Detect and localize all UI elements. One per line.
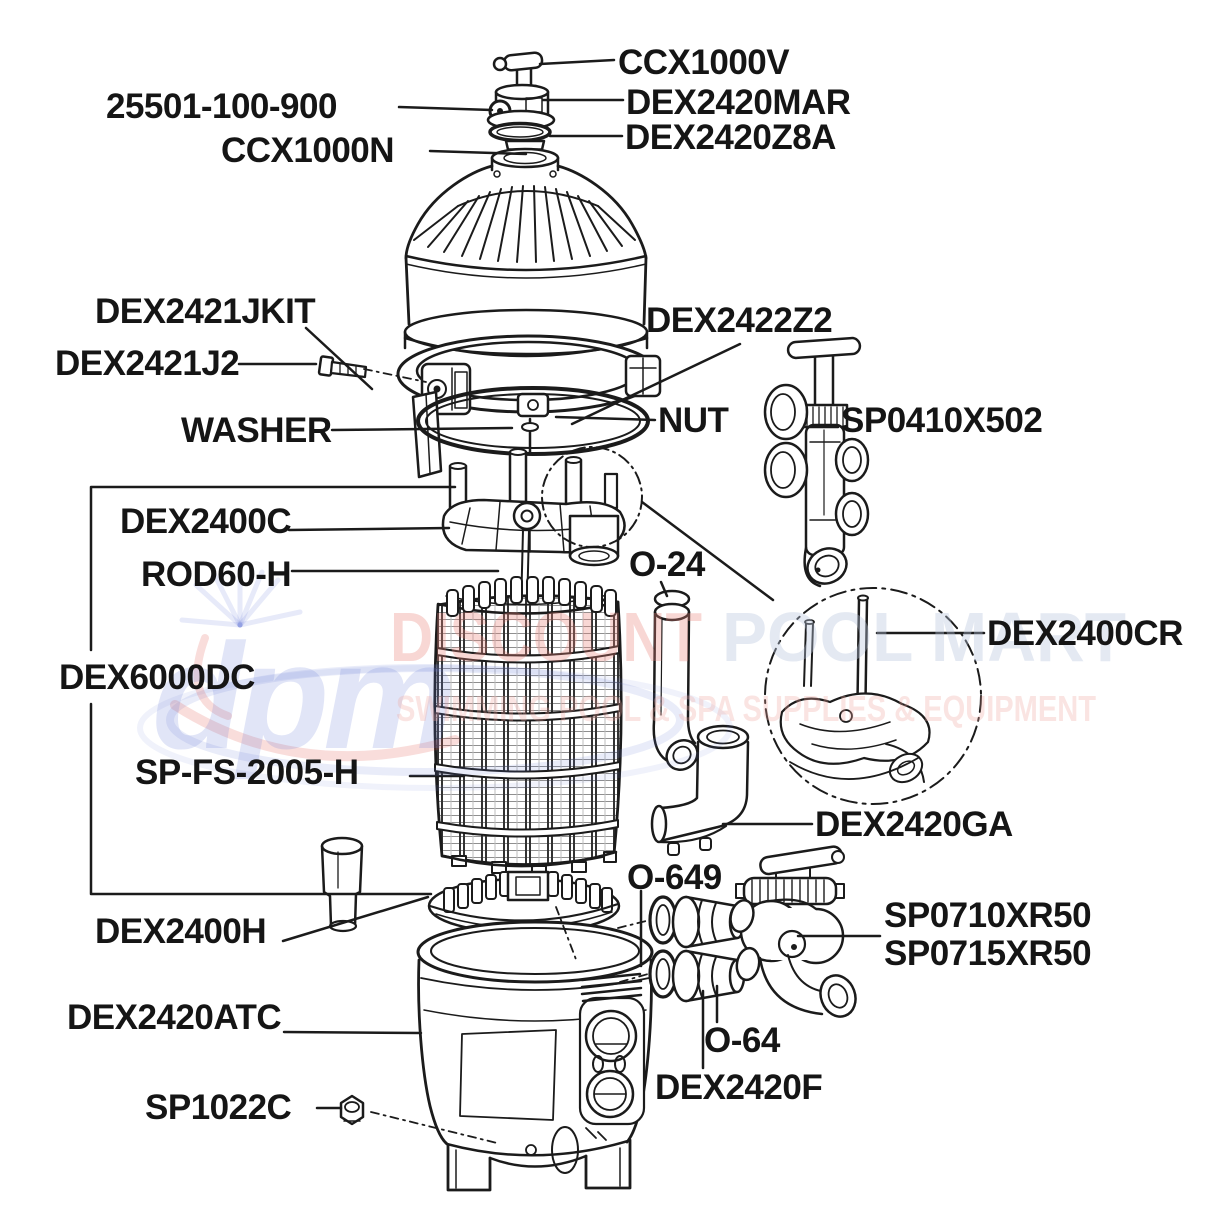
drain-plug-drawing xyxy=(339,1094,365,1126)
clamp-bolt-drawing xyxy=(317,355,368,379)
part-label-dex2420ga: DEX2420GA xyxy=(815,805,1013,844)
part-label-ccx1000n: CCX1000N xyxy=(221,131,395,170)
filter-head-dome-drawing xyxy=(403,147,649,358)
part-label-rod60h: ROD60-H xyxy=(141,555,292,594)
part-label-dex2421jkit: DEX2421JKIT xyxy=(95,292,316,331)
watermark-logo: dpm xyxy=(137,565,733,791)
grid-band xyxy=(434,645,621,838)
part-label-washer: WASHER xyxy=(181,411,332,450)
slide-valve-drawing xyxy=(763,336,870,588)
top-manifold-drawing xyxy=(441,446,643,611)
part-label-dex2400h: DEX2400H xyxy=(95,912,267,951)
part-label-dex2421j2: DEX2421J2 xyxy=(55,344,240,383)
bulkhead-fittings-drawing xyxy=(648,895,746,1003)
sleeve-drawing xyxy=(320,836,364,933)
elbow-pipe-drawing xyxy=(650,724,750,856)
standpipe-o24-drawing xyxy=(652,589,699,771)
watermark-line1-word2: POOL MART xyxy=(722,598,1126,676)
part-label-ccx1000v: CCX1000V xyxy=(618,43,790,82)
multiport-valve-drawing xyxy=(729,845,857,1018)
part-label-sp0715xr50: SP0715XR50 xyxy=(884,934,1092,973)
alignment-dashed-lines xyxy=(363,368,649,1144)
part-label-spfs2005h: SP-FS-2005-H xyxy=(135,753,359,792)
part-label-dex2420f: DEX2420F xyxy=(655,1068,823,1107)
part-label-dex2420atc: DEX2420ATC xyxy=(67,998,282,1037)
watermark-line1-word1: DISCOUNT xyxy=(390,598,702,676)
part-label-sp0410x502: SP0410X502 xyxy=(841,401,1043,440)
part-label-sp1022c: SP1022C xyxy=(145,1088,292,1127)
part-label-o649: O-649 xyxy=(627,858,722,897)
part-label-sp0710xr50: SP0710XR50 xyxy=(884,896,1092,935)
watermark-line2: SWIMMING POOL & SPA SUPPLIES & EQUIPMENT xyxy=(396,688,1096,729)
part-label-dex2420z8a: DEX2420Z8A xyxy=(625,118,836,157)
part-label-o24: O-24 xyxy=(629,545,705,584)
part-label-dex2400c: DEX2400C xyxy=(120,502,292,541)
part-label-dex2420mar: DEX2420MAR xyxy=(626,83,851,122)
part-label-dex6000dc: DEX6000DC xyxy=(59,658,255,697)
part-label-nut: NUT xyxy=(658,401,729,440)
part-label-25501-100-900: 25501-100-900 xyxy=(106,87,337,126)
part-label-o64: O-64 xyxy=(704,1021,780,1060)
tank-drawing xyxy=(416,920,654,1192)
vent-stack-drawing xyxy=(486,83,556,160)
leader-lines xyxy=(89,58,986,1110)
bottom-manifold-drawing xyxy=(427,870,621,935)
part-label-dex2400cr: DEX2400CR xyxy=(987,614,1183,653)
watermark: dpm DISCOUNT POOL MART SWIMMING POOL & S… xyxy=(137,565,1126,791)
part-label-dex2422z2: DEX2422Z2 xyxy=(646,301,833,340)
watermark-logo-text: dpm xyxy=(152,612,451,780)
grid-top-fingers xyxy=(446,576,617,617)
detail-callout-circle xyxy=(764,587,982,805)
